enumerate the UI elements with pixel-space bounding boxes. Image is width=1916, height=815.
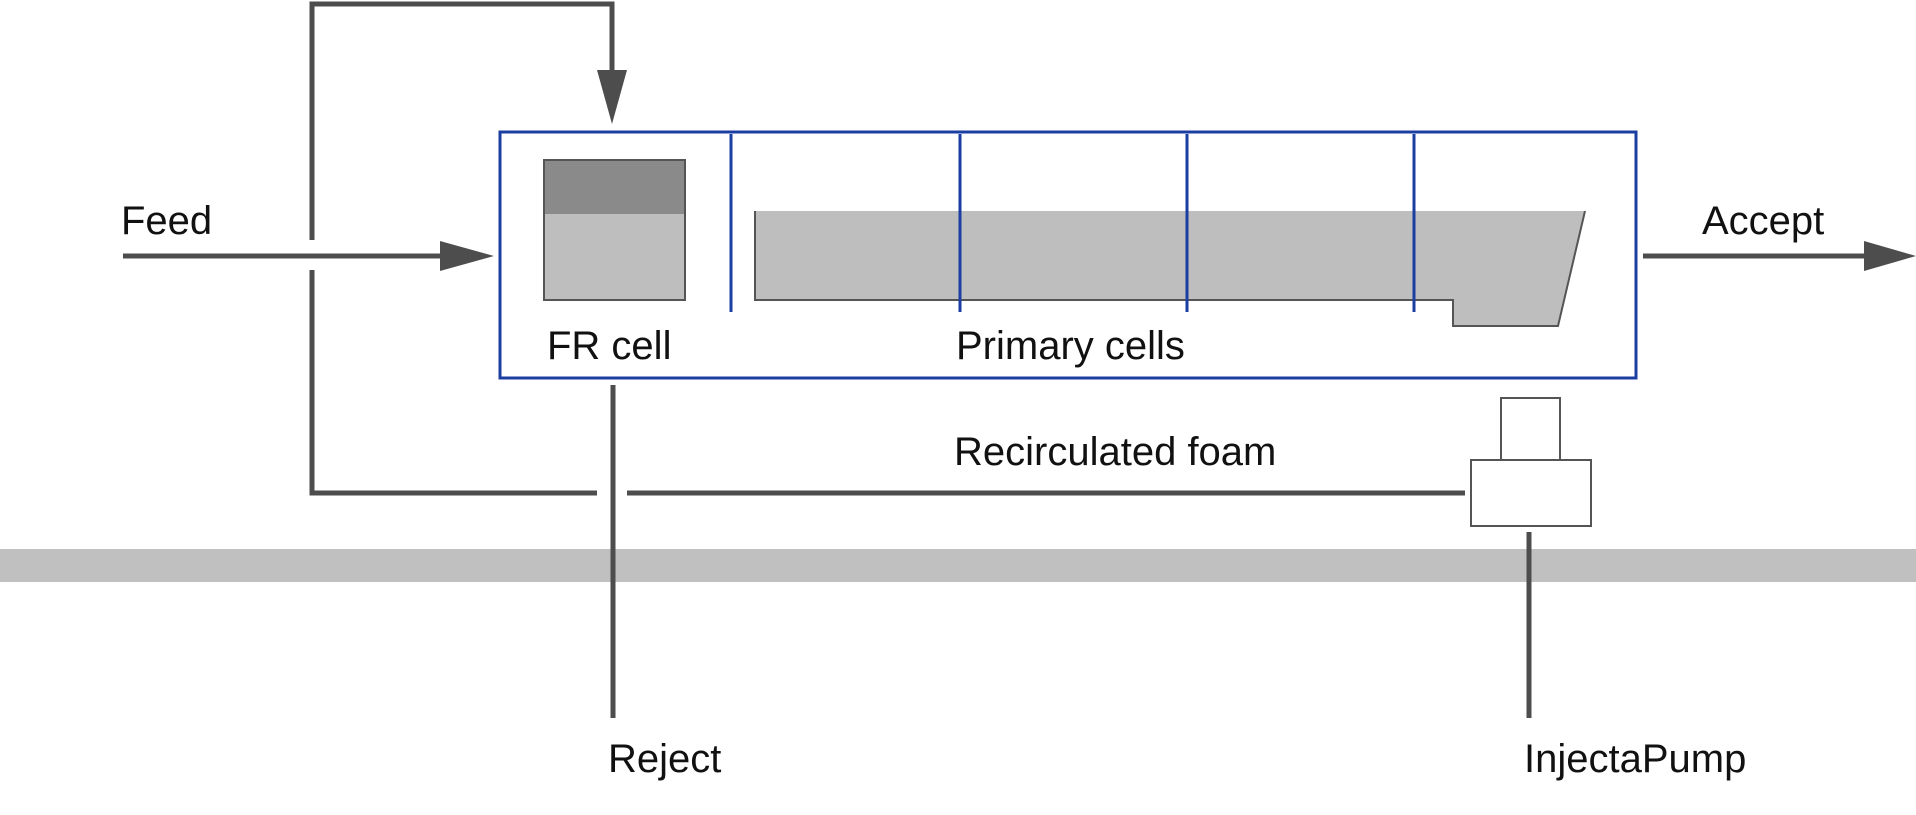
fr-cell-foam: [544, 160, 685, 214]
primary-cells-outline: [754, 210, 1586, 327]
bypass-arrow-head: [597, 70, 627, 124]
primary-cells-label: Primary cells: [956, 324, 1185, 368]
accept-label: Accept: [1702, 199, 1824, 243]
flotation-unit-frame: [498, 130, 1638, 380]
feed-arrow-head: [440, 241, 494, 271]
pump-head: [1500, 397, 1561, 461]
recirculated-foam-label: Recirculated foam: [954, 430, 1276, 474]
recirculation-line-left: [309, 270, 597, 496]
pump-label: InjectaPump: [1524, 737, 1746, 781]
bypass-line: [309, 1, 615, 240]
fr-cell-label: FR cell: [547, 324, 671, 368]
accept-arrow-head: [1864, 241, 1916, 271]
floor-band: [0, 549, 1916, 582]
feed-label: Feed: [121, 199, 212, 243]
reject-label: Reject: [608, 737, 721, 781]
fr-cell-outline: [543, 159, 686, 301]
pump-body: [1470, 459, 1592, 527]
primary-cells-tank: [755, 211, 1585, 326]
